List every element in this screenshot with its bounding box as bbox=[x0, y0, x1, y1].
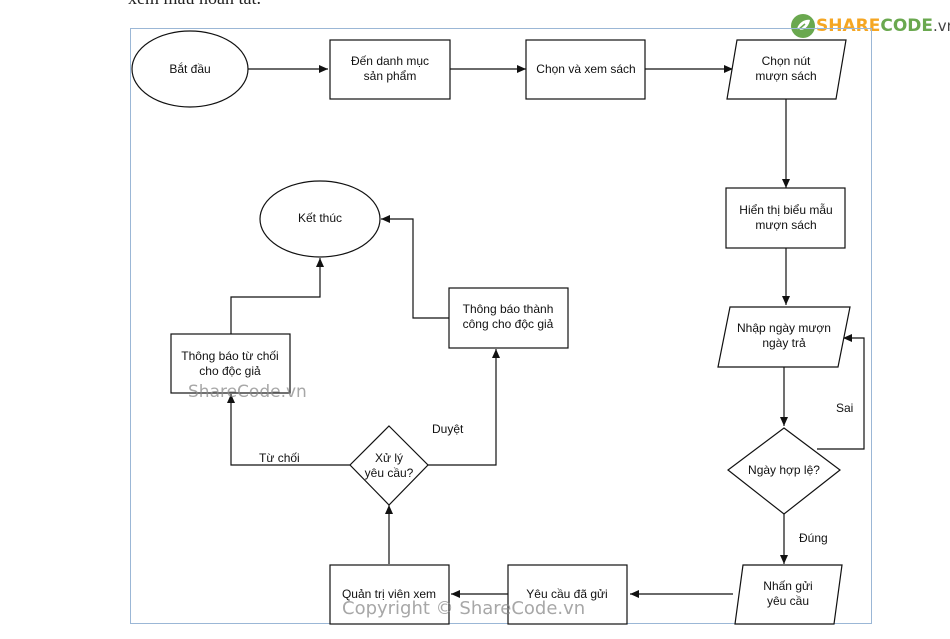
edge-process-reject bbox=[227, 394, 350, 466]
edge-label-true: Đúng bbox=[799, 531, 828, 545]
node-start bbox=[131, 30, 249, 108]
partial-header-text: xem mẫu hoàn tất. bbox=[128, 0, 261, 9]
diagram-frame bbox=[130, 28, 872, 624]
edge-label-approve: Duyệt bbox=[432, 422, 464, 436]
node-request-sent bbox=[507, 564, 628, 625]
node-show-form bbox=[725, 187, 846, 249]
label-select-book: Chọn và xem sách bbox=[536, 62, 635, 76]
edge-process-approve bbox=[428, 349, 500, 466]
edge-label-false: Sai bbox=[836, 401, 853, 415]
edge-success-to-end bbox=[381, 215, 449, 319]
node-notify-success bbox=[448, 287, 569, 349]
node-process bbox=[349, 425, 429, 506]
node-select-book bbox=[525, 39, 646, 100]
label-admin-view: Quản trị viên xem bbox=[342, 587, 436, 601]
label-end: Kết thúc bbox=[298, 211, 342, 225]
node-borrow-button bbox=[726, 39, 847, 100]
node-notify-reject bbox=[170, 333, 291, 394]
node-catalog bbox=[329, 39, 451, 100]
node-end bbox=[259, 180, 381, 258]
sharecode-logo: SHARECODE.vn bbox=[790, 12, 950, 40]
label-start: Bắt đầu bbox=[169, 61, 210, 76]
watermark-bottom: Copyright © ShareCode.vn bbox=[342, 598, 585, 619]
label-valid-date: Ngày hợp lệ? bbox=[748, 463, 820, 477]
logo-brand: SHARE bbox=[816, 16, 881, 36]
logo-rest: CODE bbox=[880, 16, 933, 36]
node-admin-view bbox=[329, 564, 450, 625]
edge-valid-false-loop bbox=[817, 334, 865, 450]
leaf-logo-icon bbox=[791, 14, 815, 38]
edge-label-reject: Từ chối bbox=[259, 451, 300, 465]
node-enter-dates bbox=[717, 306, 851, 368]
watermark-middle: ShareCode.vn bbox=[188, 382, 307, 402]
node-valid-date bbox=[727, 427, 841, 515]
node-submit bbox=[734, 564, 843, 625]
logo-domain: .vn bbox=[933, 17, 950, 35]
label-request-sent: Yêu cầu đã gửi bbox=[526, 587, 607, 601]
edge-reject-to-end bbox=[230, 258, 324, 334]
